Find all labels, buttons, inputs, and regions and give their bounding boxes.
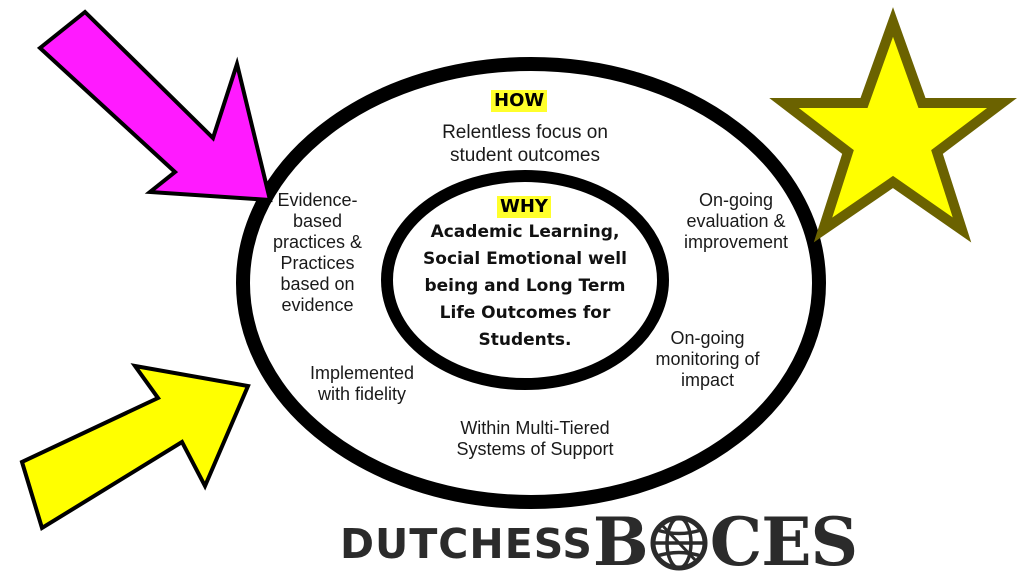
- why-text: Academic Learning, Social Emotional well…: [405, 219, 645, 354]
- why-heading: WHY: [497, 196, 551, 218]
- why-line-3: being and Long Term: [424, 276, 626, 296]
- mtss-line-2: Systems of Support: [456, 439, 614, 459]
- mtss-label: Within Multi-Tiered Systems of Support: [415, 418, 655, 460]
- evidence-line-6: evidence: [281, 295, 354, 315]
- monitoring-line-3: impact: [680, 370, 734, 390]
- outer-ring: [236, 57, 826, 509]
- fidelity-label: Implemented with fidelity: [282, 363, 442, 405]
- how-line-1: Relentless focus on: [442, 122, 608, 143]
- fidelity-line-1: Implemented: [309, 363, 415, 383]
- inner-circle: [381, 170, 669, 390]
- how-line-2: student outcomes: [450, 145, 600, 166]
- how-text: Relentless focus on student outcomes: [390, 121, 660, 167]
- evidence-line-5: based on: [280, 274, 355, 294]
- fidelity-line-2: with fidelity: [317, 384, 407, 404]
- logo-boces-rest: CES: [709, 503, 858, 581]
- evaluation-line-3: improvement: [683, 232, 789, 252]
- why-line-2: Social Emotional well: [423, 249, 627, 269]
- monitoring-line-1: On-going: [670, 328, 745, 348]
- yellow-arrow-icon: [19, 363, 251, 532]
- dutchess-boces-logo: DUTCHESS B CES: [340, 503, 858, 581]
- mtss-line-1: Within Multi-Tiered: [460, 418, 610, 438]
- magenta-arrow-icon: [36, 9, 273, 203]
- monitoring-label: On-going monitoring of impact: [630, 328, 785, 391]
- why-line-1: Academic Learning,: [430, 222, 620, 242]
- evaluation-line-2: evaluation &: [686, 211, 786, 231]
- why-line-5: Students.: [478, 330, 572, 350]
- globe-icon: [650, 515, 708, 571]
- why-line-4: Life Outcomes for: [439, 303, 611, 323]
- how-heading: HOW: [491, 90, 548, 112]
- evaluation-label: On-going evaluation & improvement: [656, 190, 816, 253]
- evidence-line-1: Evidence-: [277, 190, 358, 210]
- logo-boces-text: B CES: [592, 503, 858, 581]
- star-icon: [769, 7, 1017, 243]
- evidence-line-3: practices &: [272, 232, 363, 252]
- evaluation-line-1: On-going: [698, 190, 774, 210]
- evidence-label: Evidence- based practices & Practices ba…: [250, 190, 385, 316]
- evidence-line-4: Practices: [280, 253, 355, 273]
- monitoring-line-2: monitoring of: [655, 349, 760, 369]
- evidence-line-2: based: [292, 211, 343, 231]
- logo-boces-b: B: [592, 503, 649, 581]
- logo-dutchess-text: DUTCHESS: [340, 520, 593, 568]
